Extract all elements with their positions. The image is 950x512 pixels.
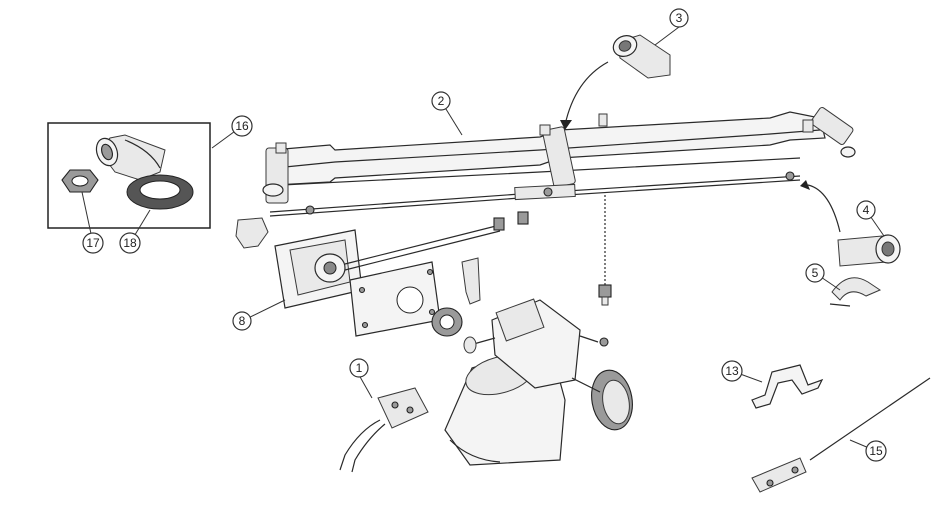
spindle-housing-part-16 [95,134,166,181]
callout-4: 4 [856,200,876,220]
washer-part-18 [126,174,194,210]
callout-4-label: 4 [863,203,870,217]
callout-8: 8 [232,311,252,331]
bush-part-4 [800,180,901,267]
callout-15-label: 15 [869,444,883,458]
limit-switch-part-1 [339,387,429,473]
callout-2-label: 2 [438,94,445,108]
callout-8-label: 8 [239,314,246,328]
callout-1-label: 1 [356,361,363,375]
callout-3: 3 [669,8,689,28]
callout-5: 5 [805,263,825,283]
nut-part-17 [61,169,99,193]
callout-18: 18 [119,232,141,254]
callout-17: 17 [82,232,104,254]
spindle-cap-part-3 [560,34,671,130]
drive-rack-rods [269,171,801,306]
callout-16-label: 16 [235,119,249,133]
wiper-frame-part-2 [262,107,856,204]
callout-13-label: 13 [725,364,739,378]
callout-3-label: 3 [676,11,683,25]
lead-part-15 [751,377,931,493]
callout-15: 15 [865,440,887,462]
callout-18-label: 18 [123,236,137,250]
inset-box [47,122,211,229]
callout-13: 13 [721,360,743,382]
clip-part-5 [829,277,882,307]
bracket-part-13 [751,364,824,409]
callout-2: 2 [431,91,451,111]
wiper-motor [444,298,633,466]
callout-1: 1 [349,358,369,378]
callout-17-label: 17 [86,236,100,250]
callout-16: 16 [231,115,253,137]
callout-5-label: 5 [812,266,819,280]
mounting-plate-part-8 [235,211,529,337]
